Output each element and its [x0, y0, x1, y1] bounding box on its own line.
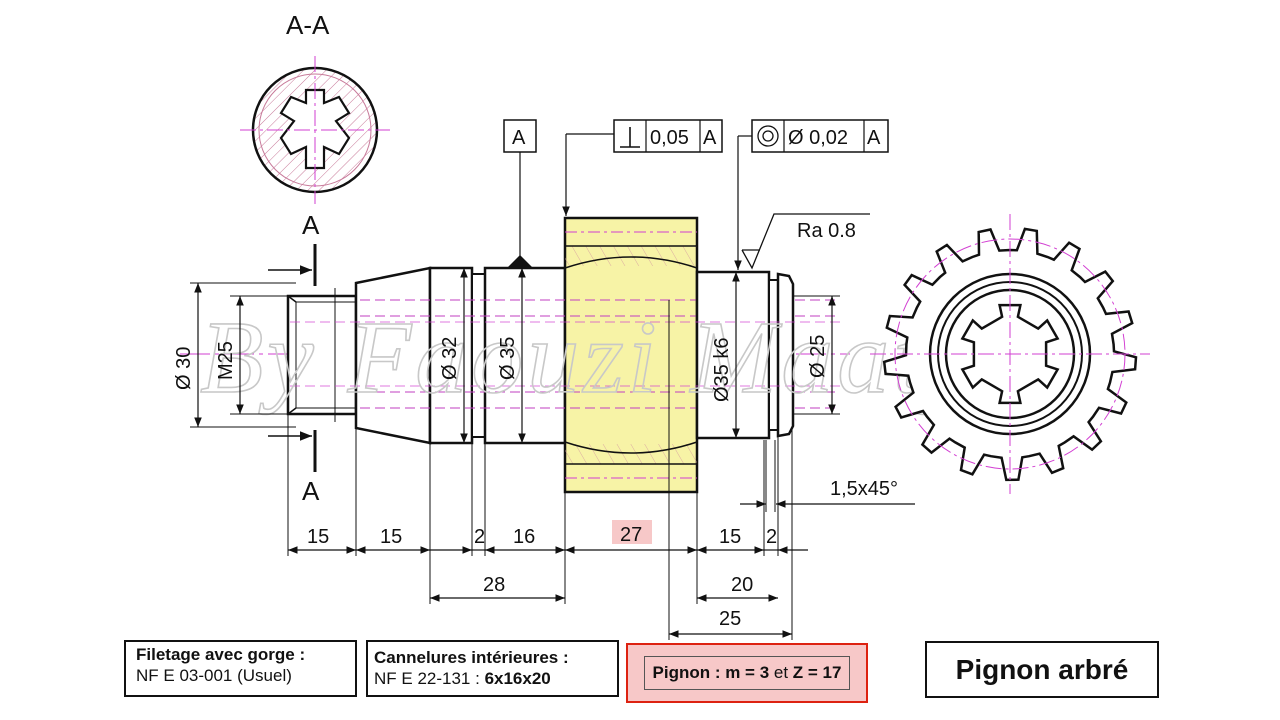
dim-diameter-35-k6: Ø35 k6 [711, 338, 733, 402]
drawing-title-box: Pignon arbré [925, 641, 1159, 698]
dim-length-2b: 2 [766, 526, 777, 548]
splines-size: 6x16x20 [484, 669, 551, 688]
pinion-info-box: Pignon : m = 3 et Z = 17 [626, 643, 868, 703]
chamfer-callout: 1,5x45° [740, 440, 915, 512]
perp-value: 0,05 [650, 127, 689, 149]
dim-diameter-30: Ø 30 [173, 347, 195, 390]
dim-m25: M25 [215, 341, 237, 380]
section-aa-view: A-A [240, 10, 390, 204]
dim-diameter-25: Ø 25 [807, 335, 829, 378]
section-aa-label: A-A [286, 10, 330, 40]
dim-chamfer: 1,5x45° [830, 478, 898, 500]
splines-title: Cannelures intérieures : [374, 648, 569, 667]
dim-length-16: 16 [513, 526, 535, 548]
shaft-view [180, 216, 850, 494]
datum-a: A [503, 119, 537, 269]
dim-length-15c: 15 [719, 526, 741, 548]
cut-label-top: A [302, 210, 320, 240]
dim-length-2a: 2 [474, 526, 485, 548]
threading-norm: NF E 03-001 (Usuel) [136, 666, 292, 685]
conc-datum: A [867, 127, 881, 149]
dim-length-15b: 15 [380, 526, 402, 548]
cut-label-bottom: A [302, 476, 320, 506]
pinion-teeth: Z = 17 [792, 663, 842, 682]
roughness-symbol: Ra 0.8 [741, 213, 870, 270]
dim-27-highlight [612, 520, 652, 544]
threading-title: Filetage avec gorge : [136, 645, 306, 664]
perp-datum: A [703, 127, 717, 149]
roughness-value: Ra 0.8 [797, 220, 856, 242]
dim-length-15a: 15 [307, 526, 329, 548]
dim-length-28: 28 [483, 574, 505, 596]
drawing-title: Pignon arbré [955, 653, 1129, 685]
conc-value: Ø 0,02 [788, 127, 848, 149]
dim-length-20: 20 [731, 574, 753, 596]
diameter-dimensions [190, 268, 840, 443]
gear-side-view [870, 214, 1150, 494]
dim-length-25: 25 [719, 608, 741, 630]
dim-length-27: 27 [620, 524, 642, 546]
threading-info-box: Filetage avec gorge : NF E 03-001 (Usuel… [124, 640, 357, 697]
tolerance-concentricity: Ø 0,02 A [734, 119, 889, 270]
splines-info-box: Cannelures intérieures : NF E 22-131 : 6… [366, 640, 619, 697]
splines-norm: NF E 22-131 : [374, 669, 480, 688]
dim-diameter-32: Ø 32 [439, 337, 461, 380]
dim-diameter-35: Ø 35 [497, 337, 519, 380]
pinion-et: et [769, 663, 793, 682]
pinion-module: Pignon : m = 3 [652, 663, 770, 682]
tolerance-perpendicularity: 0,05 A [562, 119, 723, 216]
datum-letter: A [512, 127, 526, 149]
length-dimensions [287, 300, 808, 640]
watermark: By Faouzi Maaty [200, 300, 976, 415]
